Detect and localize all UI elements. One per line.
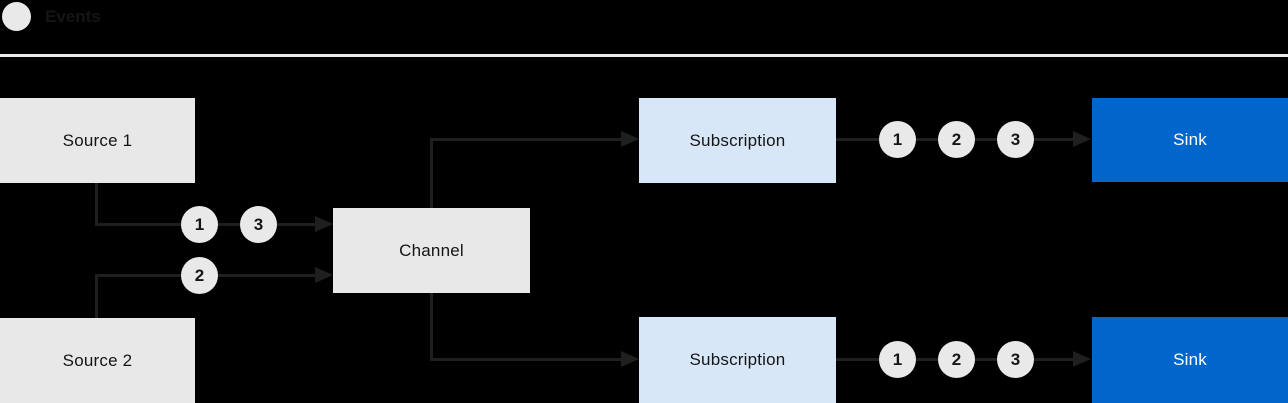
source2-label: Source 2: [62, 350, 133, 370]
source2-node: Source 2: [0, 318, 195, 403]
event-badge-1: 1: [879, 341, 916, 378]
subscription-top-node: Subscription: [639, 98, 836, 183]
source1-label: Source 1: [62, 130, 133, 150]
subscription-bottom-label: Subscription: [689, 350, 786, 369]
source1-node: Source 1: [0, 98, 195, 183]
arrowhead-icon: [1073, 351, 1091, 367]
arrowhead-icon: [621, 351, 639, 367]
arrowhead-icon: [621, 131, 639, 147]
connector-source2-up: [95, 276, 98, 318]
subscription-bottom-node: Subscription: [639, 317, 836, 403]
arrowhead-icon: [315, 267, 333, 283]
legend-label: Events: [45, 7, 101, 26]
connector-source1-down: [95, 182, 98, 225]
event-badge-3: 3: [240, 206, 277, 243]
channel-node: Channel: [333, 208, 530, 293]
connector-channel-up: [430, 138, 433, 208]
channel-label: Channel: [399, 240, 464, 260]
event-legend-icon: [2, 2, 31, 31]
divider-line: [0, 54, 1288, 57]
sink-bottom-node: Sink: [1092, 317, 1288, 403]
event-badge-2: 2: [938, 121, 975, 158]
event-badge-2: 2: [181, 257, 218, 294]
arrowhead-icon: [315, 216, 333, 232]
sink-top-node: Sink: [1092, 98, 1288, 182]
event-badge-1: 1: [181, 206, 218, 243]
event-badge-3: 3: [997, 341, 1034, 378]
event-badge-1: 1: [879, 121, 916, 158]
event-badge-3: 3: [997, 121, 1034, 158]
arrowhead-icon: [1073, 131, 1091, 147]
sink-bottom-label: Sink: [1173, 350, 1207, 369]
connector-channel-to-subscription-top: [430, 138, 622, 141]
connector-channel-down: [430, 293, 433, 360]
connector-channel-to-subscription-bottom: [430, 358, 622, 361]
event-badge-2: 2: [938, 341, 975, 378]
subscription-top-label: Subscription: [689, 130, 786, 150]
sink-top-label: Sink: [1173, 130, 1207, 149]
